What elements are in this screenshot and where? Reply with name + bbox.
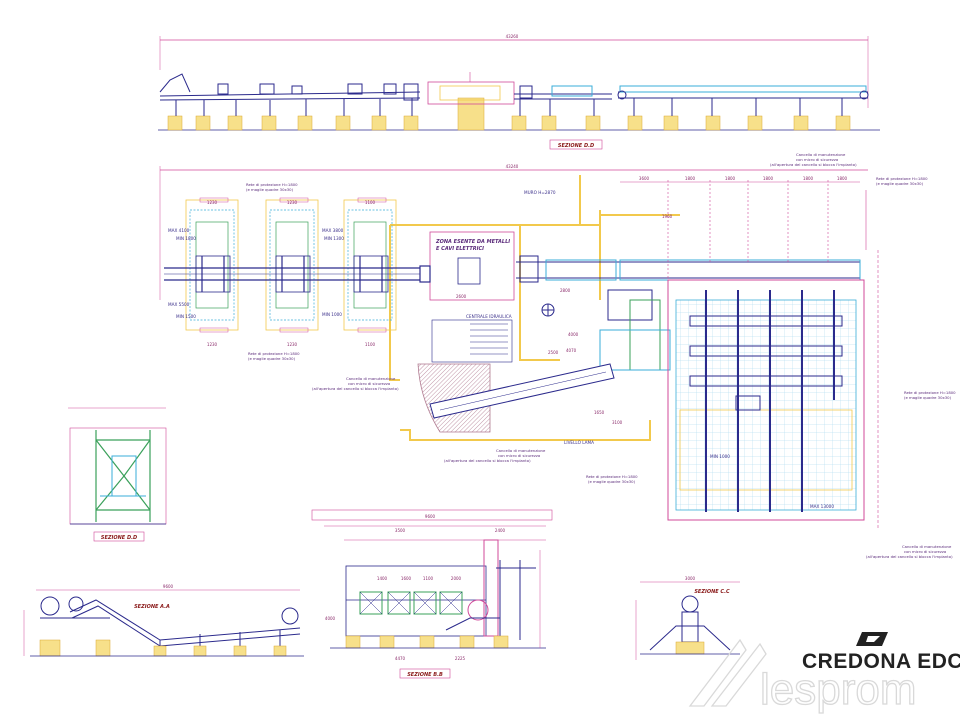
dim-4000b: 4000 [325, 616, 336, 621]
elevation-section-dd-top: 43260 [158, 34, 880, 150]
dim-1100b: 1100 [365, 342, 376, 347]
dim-1230b: 1230 [287, 200, 298, 205]
dim-2000: 2000 [451, 576, 462, 581]
dim-3100: 3100 [612, 420, 623, 425]
dim-2400: 2400 [495, 528, 506, 533]
note-cancello-top-1: Cancello di manutenzione [796, 152, 846, 157]
dim-1600: 1600 [401, 576, 412, 581]
note-cancello-left-2: con micro di sicurezza [348, 381, 390, 386]
label-min-1000-stacker: MIN 1000 [710, 454, 730, 459]
dim-1800a: 1800 [685, 176, 696, 181]
brand-name: CREDONA EDC [802, 650, 960, 673]
label-max-5500: MAX 5500 [168, 302, 190, 307]
dim-1400: 1400 [377, 576, 388, 581]
dim-1100a: 1100 [365, 200, 376, 205]
dim-3000: 3000 [685, 576, 696, 581]
section-bb: 9600 3500 2400 [311, 509, 553, 679]
note-cancello-br-1: Cancello di manutenzione [902, 544, 952, 549]
dim-2225: 2225 [455, 656, 466, 661]
note-cancello-top-3: (all'apertura del cancello si blocca l'i… [770, 162, 857, 167]
label-min-1800: MIN 1800 [176, 236, 196, 241]
pallet-magazines: 1230 1230 1100 1230 1230 1100 MAX 4100 M… [164, 182, 431, 361]
dim-overall-top: 43260 [506, 34, 519, 39]
zone-label-line1: ZONA ESENTE DA METALLI [435, 239, 510, 245]
stairs [431, 319, 513, 363]
section-label-cc: SEZIONE C.C [694, 589, 730, 595]
note-cancello-mid-2: con micro di sicurezza [498, 453, 540, 458]
dim-4070: 4070 [566, 348, 577, 353]
dim-2600: 2600 [456, 294, 467, 299]
note-cancello-mid-1: Cancello di manutenzione [496, 448, 546, 453]
dim-4470: 4470 [395, 656, 406, 661]
label-centrale: CENTRALE IDRAULICA [466, 314, 512, 319]
watermark-text: lesprom [760, 665, 917, 714]
dim-1800e: 1800 [837, 176, 848, 181]
note-cancello-br-2: con micro di sicurezza [904, 549, 946, 554]
note-cancello-left-3: (all'apertura del cancello si blocca l'i… [312, 386, 399, 391]
section-label-dd-left: SEZIONE D.D [101, 535, 137, 541]
section-cc: 3000 SEZIONE C.C [635, 576, 740, 660]
note-cancello-left-1: Cancello di manutenzione [346, 376, 396, 381]
label-min-1500: MIN 1500 [176, 314, 196, 319]
dim-1960: 1960 [662, 214, 673, 219]
note-rete-tl-1: Rete di protezione H=1800 [246, 182, 298, 187]
note-rete-bc-2: (e maglie quadre 30x30) [588, 479, 636, 484]
zone-label-line2: E CAVI ELETTRICI [436, 246, 484, 252]
label-livello: LIVELLO LAMA [564, 440, 594, 445]
note-rete-bl-1: Rete di protezione H=1800 [248, 351, 300, 356]
label-min-1300: MIN 1300 [324, 236, 344, 241]
dim-1650: 1650 [594, 410, 605, 415]
note-rete-r-2: (e maglie quadre 30x30) [904, 395, 952, 400]
section-label-aa: SEZIONE A.A [134, 604, 170, 610]
note-cancello-mid-3: (all'apertura del cancello si blocca l'i… [444, 458, 531, 463]
dim-4000: 4000 [568, 332, 579, 337]
dim-overall-plan: 43240 [506, 164, 519, 169]
section-aa: SEZIONE A.A 9600 [23, 584, 304, 657]
dim-9600a: 9600 [163, 584, 174, 589]
note-cancello-br-3: (all'apertura del cancello si blocca l'i… [866, 554, 953, 559]
label-min-1000: MIN 1000 [322, 312, 342, 317]
brand-block: CREDONA EDC [802, 632, 960, 673]
label-max-13000: MAX 13000 [810, 504, 834, 509]
dim-2800: 2800 [560, 288, 571, 293]
dim-1230d: 1230 [287, 342, 298, 347]
inclined-conveyor [429, 363, 615, 419]
dim-3600: 3600 [639, 176, 650, 181]
note-rete-tr-1: Rete di protezione H=1800 [876, 176, 928, 181]
dim-1230a: 1230 [207, 200, 218, 205]
stacker-area: 3600 1800 1800 1800 1800 1800 MIN 1000 M… [456, 176, 879, 530]
dim-1230c: 1230 [207, 342, 218, 347]
section-label-dd-top: SEZIONE D.D [558, 143, 594, 149]
dim-1100c: 1100 [423, 576, 434, 581]
watermark: lesprom [688, 638, 917, 715]
plan-view: 43240 ZONA ESENTE DA METALLI E CAVI ELET… [159, 152, 956, 559]
dim-1800c: 1800 [763, 176, 774, 181]
note-rete-bl-2: (e maglie quadre 30x30) [248, 356, 296, 361]
label-max-4100: MAX 4100 [168, 228, 190, 233]
section-label-bb: SEZIONE B.B [407, 672, 443, 678]
credona-logo-icon [856, 632, 888, 646]
dim-2500: 2500 [548, 350, 559, 355]
note-rete-r-1: Rete di protezione H=1800 [904, 390, 956, 395]
dim-1800b: 1800 [725, 176, 736, 181]
dim-3500: 3500 [395, 528, 406, 533]
section-dd-left: SEZIONE D.D [68, 407, 167, 542]
dim-9600b: 9600 [425, 514, 436, 519]
dim-1800d: 1800 [803, 176, 814, 181]
note-cancello-top-2: con micro di sicurezza [796, 157, 838, 162]
note-rete-tr-2: (e maglie quadre 30x30) [876, 181, 924, 186]
label-max-3800: MAX 3800 [322, 228, 344, 233]
note-rete-tl-2: (e maglie quadre 30x30) [246, 187, 294, 192]
note-rete-bc-1: Rete di protezione H=1800 [586, 474, 638, 479]
wall-label: MURO H=2870 [524, 190, 556, 195]
